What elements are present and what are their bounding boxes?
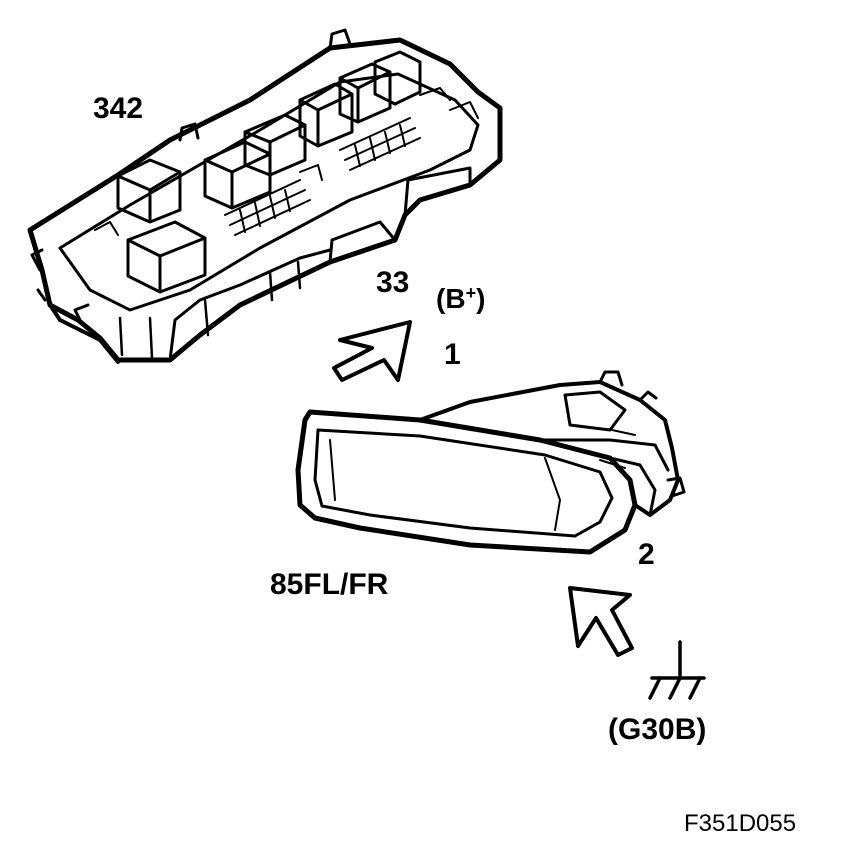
label-b-plus: (B+) [436,283,486,314]
label-g30b: (G30B) [608,713,707,746]
arrow-2-icon [568,586,634,657]
arrow-1-icon [332,320,412,382]
label-33: 33 [376,266,410,299]
relay-box-drawing [27,28,503,364]
label-arrow-2: 2 [638,538,655,571]
label-arrow-1: 1 [444,338,461,371]
label-85fl-fr: 85FL/FR [270,568,389,601]
label-342: 342 [93,92,144,125]
figure-code: F351D055 [684,810,797,837]
ground-icon [648,640,706,700]
b-plus-sup: + [465,283,477,303]
b-plus-base: B [445,283,466,314]
fog-lamp-drawing [295,370,686,555]
